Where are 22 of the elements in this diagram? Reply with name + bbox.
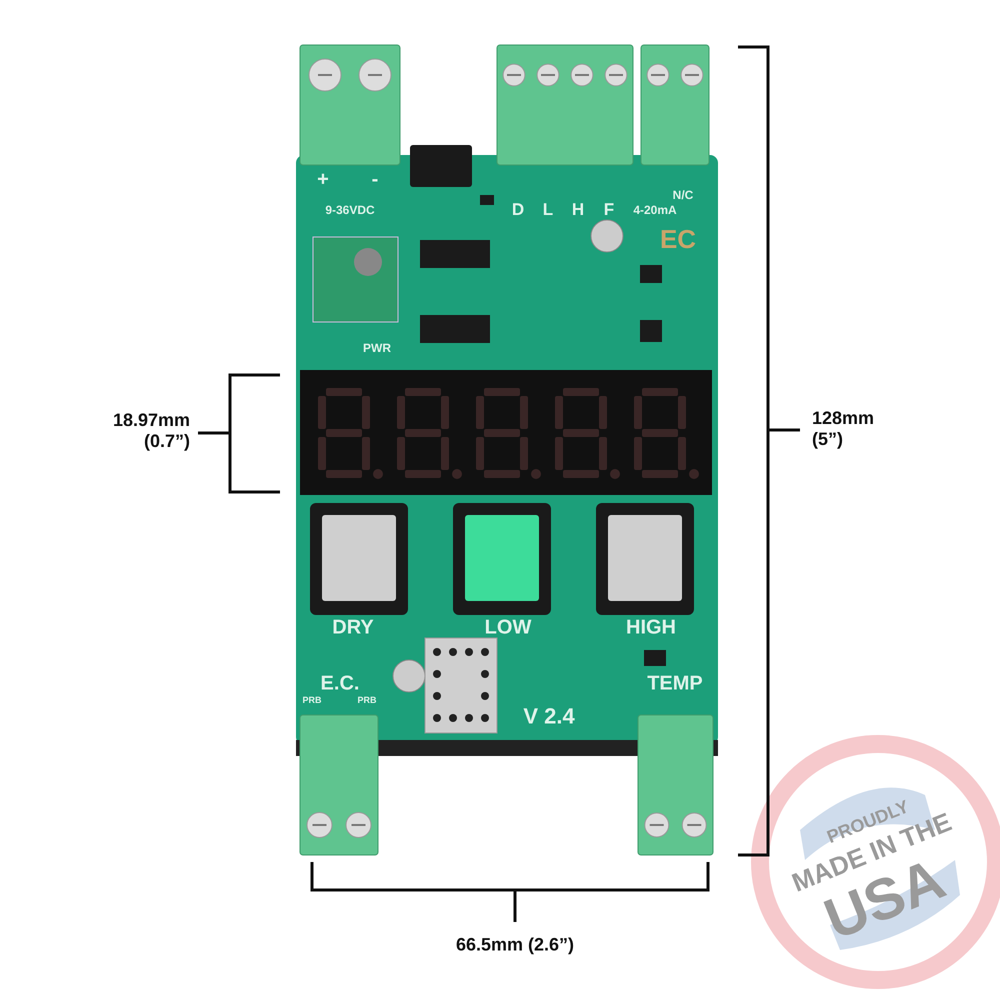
dimension-label: 18.97mm (0.7”) xyxy=(112,410,190,452)
pin-label: - xyxy=(372,168,378,192)
pin-label: L xyxy=(542,200,554,220)
pin-label: 4-20mA xyxy=(633,204,677,218)
button-label: LOW xyxy=(484,616,532,640)
pin-label: D xyxy=(512,200,524,220)
button-label: HIGH xyxy=(626,616,676,640)
supply-voltage-label: 9-36VDC xyxy=(325,204,375,218)
board-type-label: EC xyxy=(660,225,696,255)
connector-label: E.C. xyxy=(320,672,360,696)
pin-label: + xyxy=(317,168,329,192)
dimension-label: 128mm (5”) xyxy=(812,408,876,450)
pin-label: PRB xyxy=(302,694,322,706)
version-label: V 2.4 xyxy=(523,703,575,729)
pin-label: F xyxy=(604,200,614,220)
pin-label: PRB xyxy=(358,694,376,706)
button-label: DRY xyxy=(332,616,374,640)
dimension-label: 66.5mm (2.6”) xyxy=(456,934,574,956)
pin-label: H xyxy=(572,200,584,220)
led-label: PWR xyxy=(363,342,391,356)
connector-label: TEMP xyxy=(647,672,703,696)
pin-label: N/C xyxy=(672,189,694,203)
